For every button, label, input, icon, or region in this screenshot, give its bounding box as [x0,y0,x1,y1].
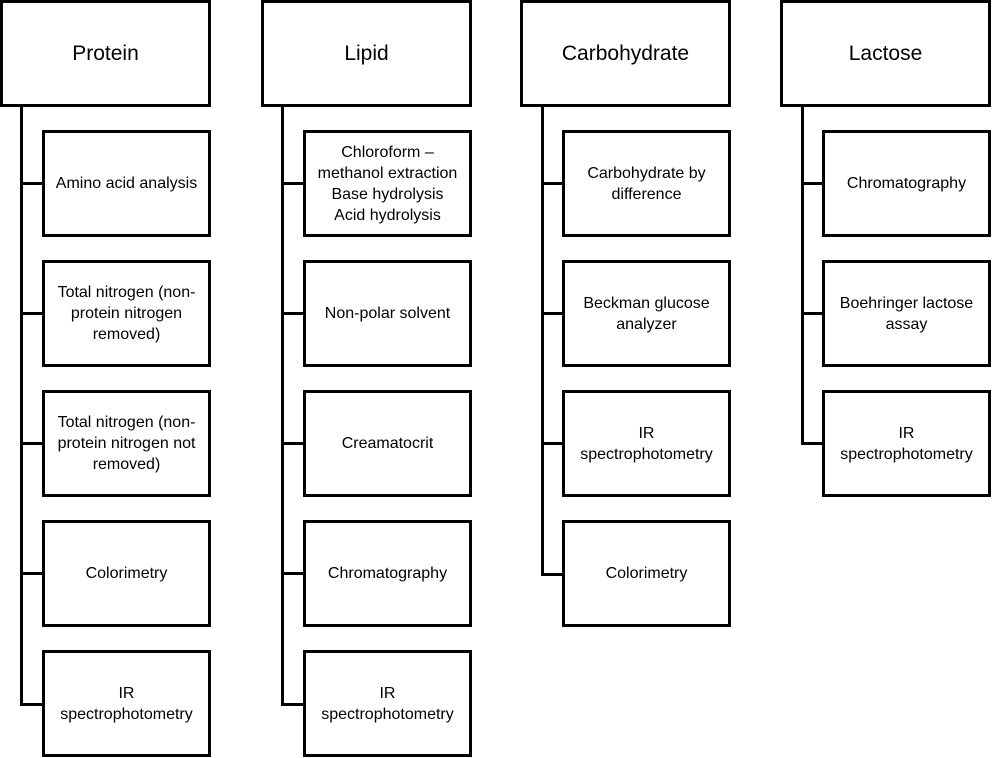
method-box: Non-polar solvent [303,260,472,367]
connector-branch [541,182,565,185]
method-label: Colorimetry [85,565,168,582]
connector-branch [541,442,565,445]
connector-branch [281,572,305,575]
header-lactose-label: Lactose [848,41,923,65]
header-protein: Protein [0,0,211,107]
method-label: Chromatography [846,175,967,192]
connector-trunk-lactose [801,105,804,445]
connector-trunk-lipid [281,105,284,706]
connector-branch [20,182,44,185]
header-lipid: Lipid [261,0,472,107]
method-box: Chloroform – methanol extraction Base hy… [303,130,472,237]
method-label: Beckman glucose analyzer [583,294,710,333]
connector-branch [20,312,44,315]
method-label: Creamatocrit [341,435,434,452]
method-box: Colorimetry [42,520,211,627]
method-box: IR spectrophotometry [303,650,472,757]
method-box: Creamatocrit [303,390,472,497]
method-label: Non-polar solvent [324,305,451,322]
method-label: Carbohydrate by difference [587,164,706,203]
method-box: Total nitrogen (non- protein nitrogen re… [42,260,211,367]
connector-branch [281,182,305,185]
connector-branch [281,703,305,706]
connector-branch [20,442,44,445]
method-box: Colorimetry [562,520,731,627]
header-carbohydrate-label: Carbohydrate [561,41,690,65]
connector-branch [541,312,565,315]
method-label: IR spectrophotometry [60,684,193,723]
method-label: Boehringer lactose assay [839,294,974,333]
method-label: Colorimetry [605,565,688,582]
header-lipid-label: Lipid [344,41,389,65]
method-label: Chromatography [327,565,448,582]
connector-trunk-protein [20,105,23,706]
connector-trunk-carbohydrate [541,105,544,576]
method-label: Amino acid analysis [55,175,198,192]
header-carbohydrate: Carbohydrate [520,0,731,107]
method-box: Boehringer lactose assay [822,260,991,367]
method-label: Total nitrogen (non- protein nitrogen re… [57,284,196,343]
method-label: IR spectrophotometry [321,684,454,723]
connector-branch [801,442,825,445]
method-box: IR spectrophotometry [822,390,991,497]
method-box: IR spectrophotometry [562,390,731,497]
method-box: IR spectrophotometry [42,650,211,757]
method-box: Total nitrogen (non- protein nitrogen no… [42,390,211,497]
method-box: Carbohydrate by difference [562,130,731,237]
method-label: Total nitrogen (non- protein nitrogen no… [57,414,196,473]
connector-branch [541,573,565,576]
connector-branch [281,442,305,445]
method-box: Beckman glucose analyzer [562,260,731,367]
method-label: IR spectrophotometry [840,424,973,463]
method-box: Amino acid analysis [42,130,211,237]
connector-branch [281,312,305,315]
connector-branch [801,312,825,315]
connector-branch [20,703,44,706]
connector-branch [801,182,825,185]
header-protein-label: Protein [72,41,139,65]
header-lactose: Lactose [780,0,991,107]
method-box: Chromatography [303,520,472,627]
method-box: Chromatography [822,130,991,237]
connector-branch [20,572,44,575]
method-label: Chloroform – methanol extraction Base hy… [317,143,458,224]
method-label: IR spectrophotometry [580,424,713,463]
